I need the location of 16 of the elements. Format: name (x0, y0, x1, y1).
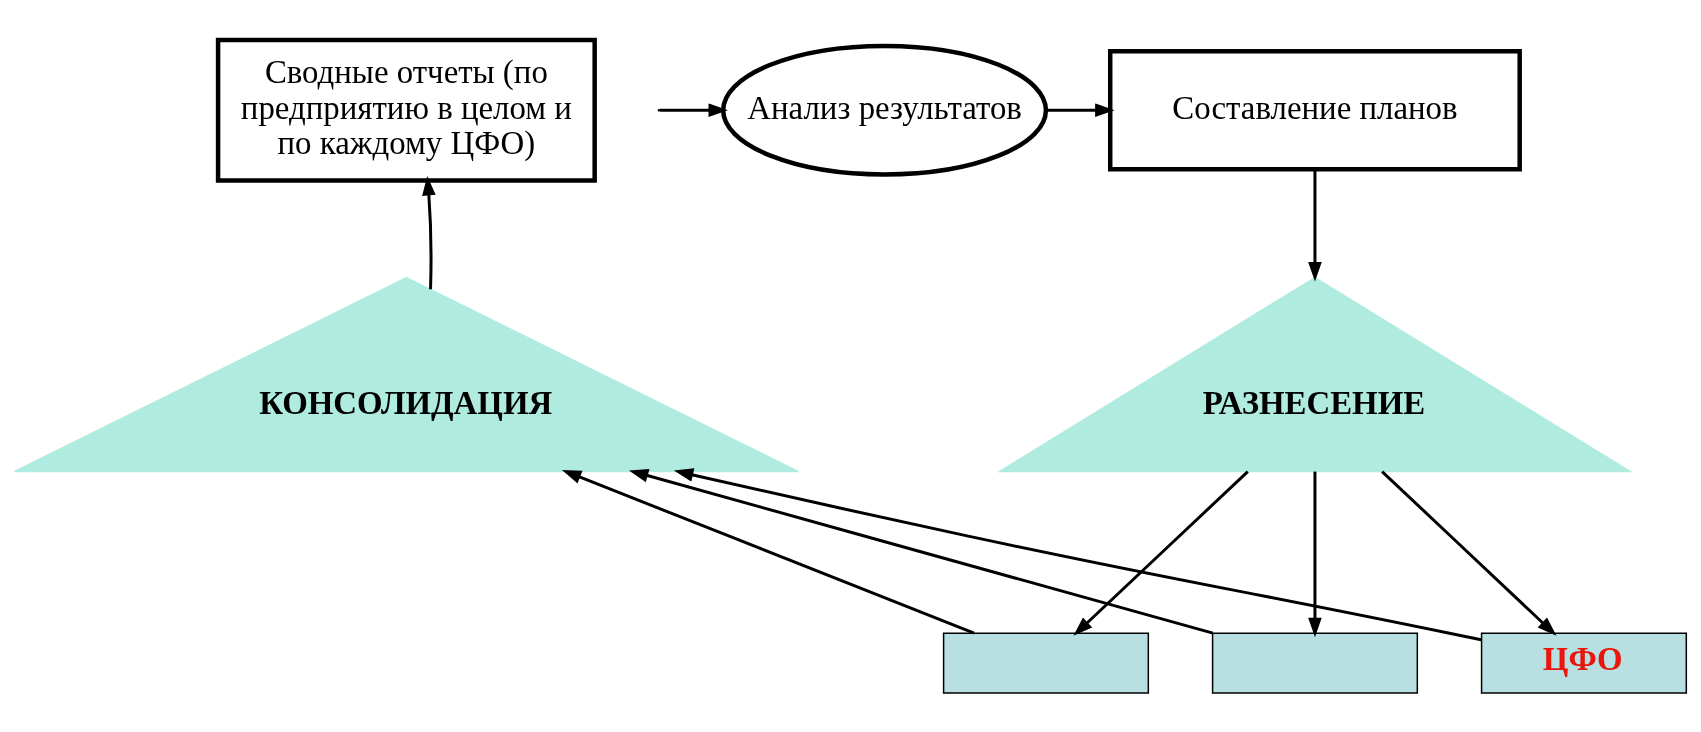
node-box: Сводные отчеты (по предприятию в целом и по каждому ЦФО) (215, 37, 597, 183)
node-box: ЦФО (1480, 632, 1688, 694)
node-box (942, 632, 1150, 694)
arrow (1045, 102, 1115, 117)
arrow (628, 468, 1214, 635)
arrow (673, 467, 1482, 641)
arrow (659, 102, 728, 117)
node-box (1211, 632, 1419, 694)
node-box: Составление планов (1108, 48, 1522, 171)
node-ellipse: Анализ результатов (721, 43, 1049, 177)
arrow (1073, 470, 1249, 636)
arrow (1381, 470, 1557, 636)
arrow (422, 175, 436, 289)
arrow (1308, 169, 1322, 282)
arrow (561, 469, 975, 635)
arrow (1308, 471, 1322, 637)
